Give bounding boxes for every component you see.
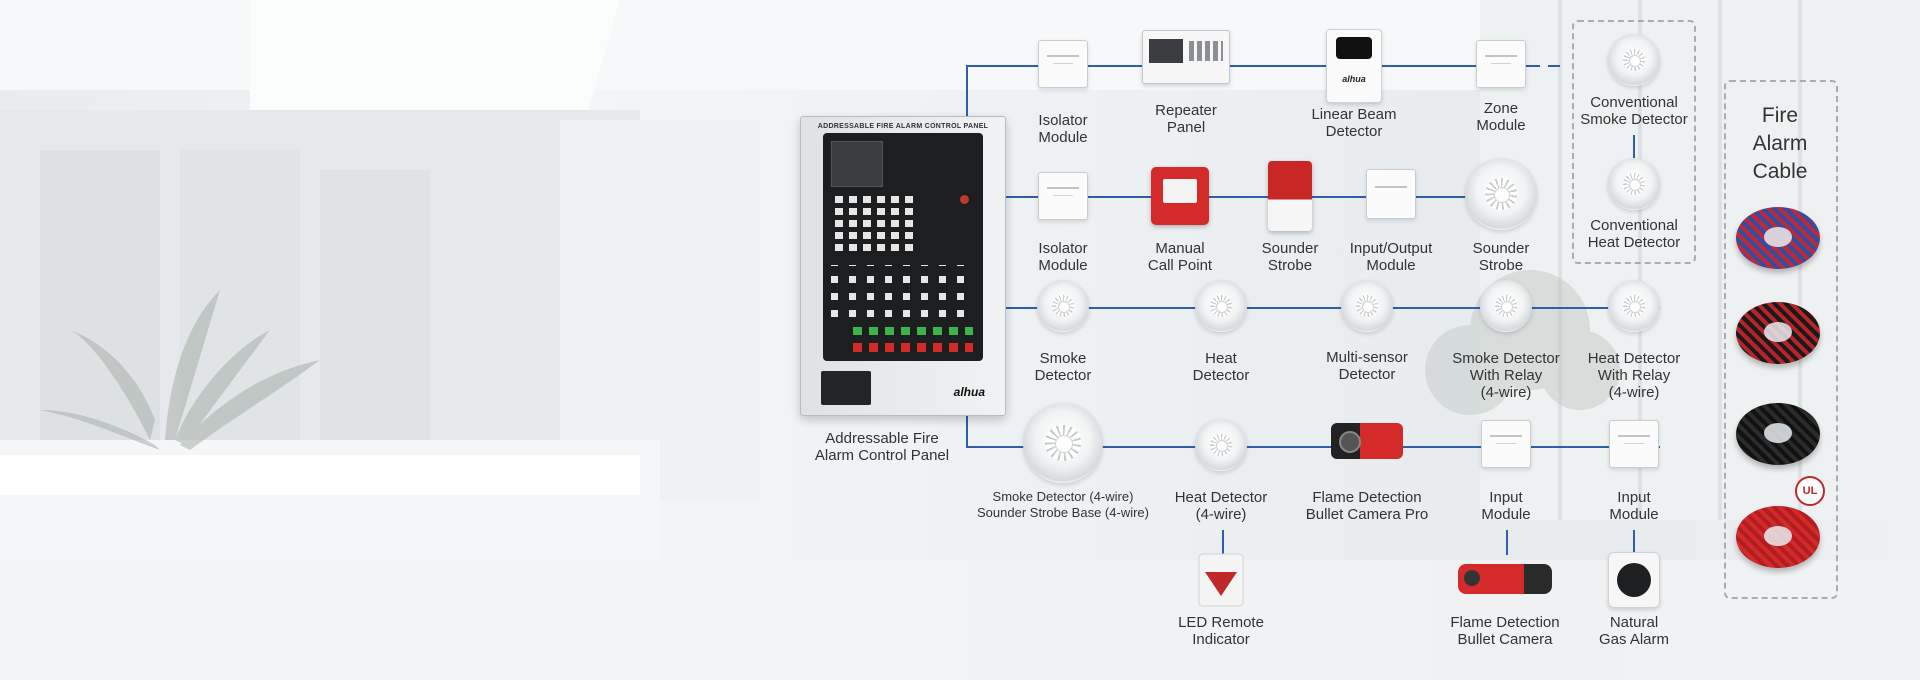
- heat-detector-4wire-label: Heat Detector (4-wire): [1174, 489, 1268, 523]
- heat-detector-relay-device: [1608, 280, 1660, 332]
- input-module-1-label: Input Module: [1481, 489, 1531, 523]
- beam-lens: [1336, 37, 1372, 59]
- input-module-2-device: [1609, 420, 1659, 468]
- cable-red-icon: [1736, 506, 1820, 568]
- heat-detector-relay-label: Heat Detector With Relay (4-wire): [1587, 350, 1681, 401]
- flame-camera-pro-device: [1331, 415, 1403, 469]
- ul-badge-text: UL: [1802, 485, 1818, 497]
- input-module-1-device: [1481, 420, 1531, 468]
- cable-black-icon: [1736, 403, 1820, 465]
- repeater-panel-device: [1142, 30, 1230, 84]
- flame-camera-label: Flame Detection Bullet Camera: [1450, 614, 1560, 648]
- call-point-glass: [1163, 179, 1197, 203]
- isolator-module-2-label: Isolator Module: [1038, 240, 1088, 274]
- gas-alarm-display: [1617, 563, 1651, 597]
- linear-beam-detector-label: Linear Beam Detector: [1311, 106, 1397, 140]
- cable-red-black-icon: [1736, 302, 1820, 364]
- manual-call-point-label: Manual Call Point: [1147, 240, 1213, 274]
- input-module-2-label: Input Module: [1609, 489, 1659, 523]
- green-buttons: [853, 327, 973, 335]
- conventional-smoke-detector-label: Conventional Smoke Detector: [1580, 94, 1688, 128]
- led-remote-indicator-label: LED Remote Indicator: [1178, 614, 1264, 648]
- beam-brand: alhua: [1342, 74, 1366, 84]
- sounder-strobe-2-label: Sounder Strobe: [1472, 240, 1530, 274]
- conventional-heat-detector-label: Conventional Heat Detector: [1587, 217, 1681, 251]
- ul-badge: UL: [1795, 476, 1825, 506]
- led-remote-indicator-device: [1195, 552, 1247, 608]
- zone-module-label: Zone Module: [1476, 100, 1526, 134]
- isolator-module-1-label: Isolator Module: [1038, 112, 1088, 146]
- loop-line-4: [966, 415, 1660, 448]
- input-output-module-label: Input/Output Module: [1349, 240, 1433, 274]
- sounder-strobe-2-device: [1465, 158, 1537, 230]
- control-panel: ADDRESSABLE FIRE ALARM CONTROL PANEL alh…: [800, 116, 1006, 416]
- control-panel-screen: [831, 141, 883, 187]
- alarm-indicator: [960, 195, 969, 204]
- cable-title: Fire Alarm Cable: [1752, 104, 1808, 183]
- io-module-stripe: [1375, 186, 1407, 188]
- smoke-detector-relay-device: [1480, 280, 1532, 332]
- red-buttons: [853, 343, 973, 352]
- led-indicator-icon: [1198, 553, 1244, 607]
- multi-sensor-detector-device: [1341, 280, 1393, 332]
- flame-camera-device: [1458, 558, 1552, 602]
- cable-box: [1724, 80, 1838, 599]
- natural-gas-alarm-label: Natural Gas Alarm: [1598, 614, 1670, 648]
- isolator-module-1-device: [1038, 40, 1088, 88]
- repeater-screen: [1149, 39, 1183, 63]
- panel-brand-logo: alhua: [953, 385, 985, 399]
- input-output-module-device: [1366, 169, 1416, 219]
- smoke-detector-4wire-device: [1023, 403, 1103, 483]
- flame-camera-pro-label: Flame Detection Bullet Camera Pro: [1305, 489, 1429, 523]
- sounder-strobe-1-device: [1268, 161, 1312, 231]
- smoke-detector-4wire-label: Smoke Detector (4-wire) Sounder Strobe B…: [977, 489, 1149, 520]
- heat-detector-device: [1195, 280, 1247, 332]
- control-panel-header: ADDRESSABLE FIRE ALARM CONTROL PANEL: [817, 123, 989, 130]
- linear-beam-detector-device: alhua: [1326, 29, 1382, 103]
- flame-camera-lens: [1464, 570, 1480, 586]
- conventional-heat-detector-device: [1608, 158, 1660, 210]
- conventional-smoke-detector-device: [1608, 34, 1660, 86]
- multi-sensor-detector-label: Multi-sensor Detector: [1326, 349, 1408, 383]
- natural-gas-alarm-device: [1608, 552, 1660, 608]
- smoke-detector-label: Smoke Detector: [1034, 350, 1092, 384]
- sounder-strobe-1-label: Sounder Strobe: [1261, 240, 1319, 274]
- smoke-detector-relay-label: Smoke Detector With Relay (4-wire): [1452, 350, 1560, 401]
- button-rows: [831, 265, 975, 317]
- manual-call-point-device: [1151, 167, 1209, 225]
- repeater-keys: [1189, 41, 1223, 61]
- conventional-zone-box: [1572, 20, 1696, 264]
- flame-camera-pro-lens: [1339, 431, 1361, 453]
- cable-red-blue-icon: [1736, 207, 1820, 269]
- keypad: [835, 195, 915, 251]
- control-panel-face: [823, 133, 983, 361]
- isolator-module-2-device: [1038, 172, 1088, 220]
- printer-slot: [821, 371, 871, 405]
- heat-detector-4wire-device: [1195, 419, 1247, 471]
- zone-module-device: [1476, 40, 1526, 88]
- smoke-detector-device: [1037, 280, 1089, 332]
- control-panel-label: Addressable Fire Alarm Control Panel: [814, 430, 950, 464]
- heat-detector-label: Heat Detector: [1192, 350, 1250, 384]
- repeater-panel-label: Repeater Panel: [1155, 102, 1217, 136]
